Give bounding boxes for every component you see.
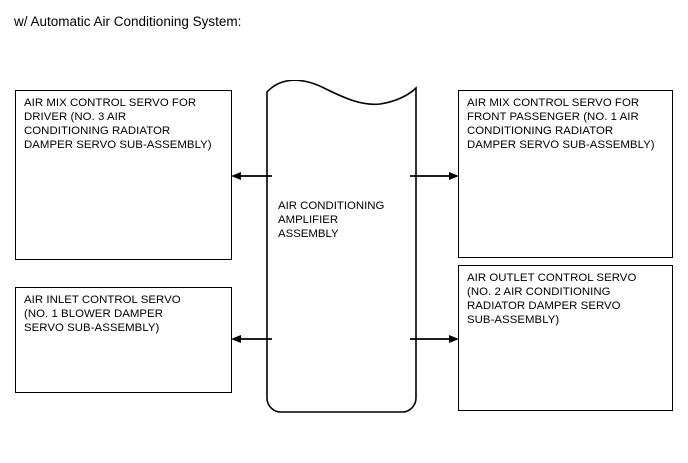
block-air-inlet-control-servo: AIR INLET CONTROL SERVO (NO. 1 BLOWER DA…	[15, 287, 232, 393]
block-label-line: (NO. 2 AIR CONDITIONING	[467, 286, 611, 299]
amplifier-label: AIR CONDITIONING AMPLIFIER ASSEMBLY	[278, 199, 384, 241]
block-air-conditioning-amplifier-assembly	[266, 80, 417, 413]
connector-amplifier-to-air-inlet	[231, 335, 272, 343]
block-air-mix-control-servo-front-passenger: AIR MIX CONTROL SERVO FOR FRONT PASSENGE…	[458, 90, 673, 258]
block-label-line: AIR MIX CONTROL SERVO FOR	[24, 97, 197, 109]
block-label-line: SERVO SUB-ASSEMBLY)	[24, 322, 160, 335]
block-label-line: SUB-ASSEMBLY)	[467, 314, 560, 327]
block-label-line: CONDITIONING RADIATOR	[24, 125, 171, 138]
block-label-line: DRIVER (NO. 3 AIR	[24, 111, 127, 124]
block-label-line: DAMPER SERVO SUB-ASSEMBLY)	[24, 139, 212, 152]
block-label-line: AIR MIX CONTROL SERVO FOR	[467, 97, 640, 109]
amplifier-label-line: ASSEMBLY	[278, 228, 339, 241]
block-label-line: DAMPER SERVO SUB-ASSEMBLY)	[467, 139, 655, 152]
block-label: AIR INLET CONTROL SERVO (NO. 1 BLOWER DA…	[24, 293, 226, 335]
amplifier-outline	[266, 80, 417, 413]
block-label-line: AIR OUTLET CONTROL SERVO	[467, 272, 637, 284]
page-title: w/ Automatic Air Conditioning System:	[14, 14, 242, 29]
block-label-line: RADIATOR DAMPER SERVO	[467, 300, 621, 313]
block-label-line: CONDITIONING RADIATOR	[467, 125, 614, 138]
block-label-line: AIR INLET CONTROL SERVO	[24, 294, 181, 306]
connector-amplifier-to-air-mix-front-passenger	[410, 172, 459, 180]
connector-amplifier-to-air-outlet	[410, 335, 459, 343]
connector-amplifier-to-air-mix-driver	[231, 172, 272, 180]
block-air-outlet-control-servo: AIR OUTLET CONTROL SERVO (NO. 2 AIR COND…	[458, 265, 673, 411]
block-label: AIR MIX CONTROL SERVO FOR FRONT PASSENGE…	[467, 96, 667, 152]
block-label-line: (NO. 1 BLOWER DAMPER	[24, 308, 163, 321]
block-label: AIR MIX CONTROL SERVO FOR DRIVER (NO. 3 …	[24, 96, 226, 152]
amplifier-label-line: AIR CONDITIONING	[278, 200, 385, 212]
block-label-line: FRONT PASSENGER (NO. 1 AIR	[467, 111, 639, 124]
block-air-mix-control-servo-driver: AIR MIX CONTROL SERVO FOR DRIVER (NO. 3 …	[15, 90, 232, 260]
block-label: AIR OUTLET CONTROL SERVO (NO. 2 AIR COND…	[467, 271, 667, 327]
amplifier-label-line: AMPLIFIER	[278, 214, 339, 227]
